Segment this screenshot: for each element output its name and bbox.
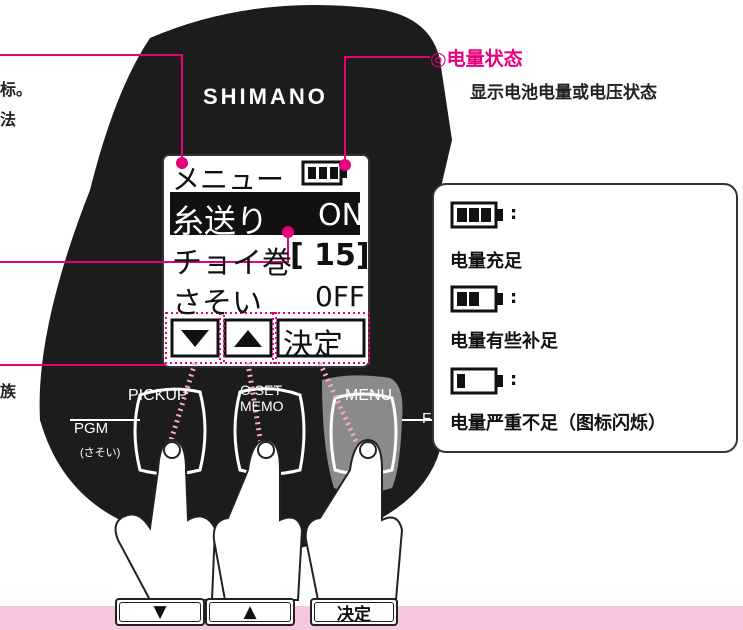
battery-legend: : 电量充足 : 电量有些补足 : 电量严重不足（图标闪烁） [432,183,738,453]
lcd-row-3-value: 0FF [315,280,366,313]
pickup-label: PICKUP [128,387,188,404]
lcd-battery-icon [301,160,347,186]
confirm-button[interactable]: 决定 [310,598,398,626]
battery-status-description: 显示电池电量或电压状态 [470,83,657,103]
left-fragment-3: 族 [0,382,17,401]
oset-label: O SET [240,382,283,398]
oset-button-well [233,387,306,476]
pgm-label: PGM [74,420,109,437]
up-button[interactable]: ▲ [205,598,295,626]
lcd-row-2-label: チョイ巻 [172,246,292,281]
memo-label: MEMO [240,398,284,414]
battery-some-label: 电量有些补足 [450,331,558,352]
battery-full-icon [450,201,503,229]
battery-low-icon [450,367,503,395]
brand-logo: SHIMANO [203,84,328,109]
lcd-row-2-value: [ 15] [290,238,370,273]
battery-status-title: ◎电量状态 [430,48,523,70]
lcd-menu-title: メニュー [172,163,285,196]
lcd-row-1-value: ON [318,198,365,233]
lcd-row-1-label: 糸送り [172,202,269,240]
menu-label: MENU [345,387,393,404]
lcd-soft-keys [170,318,366,358]
callout-lines [0,54,430,366]
lcd-row-3-label: さそい [172,286,262,321]
left-fragment-2: 法 [0,110,17,129]
battery-full-label: 电量充足 [450,251,522,272]
lcd-highlight-row [170,195,360,235]
down-arrow-icon: ▼ [153,602,167,622]
up-arrow-icon: ▲ [243,602,257,622]
lcd-confirm-key: 決定 [283,328,343,363]
menu-button-well [329,392,398,476]
pressing-fingers [114,438,404,601]
confirm-button-label: 决定 [337,604,371,625]
pgm-sub-label: (さそい) [80,447,121,459]
battery-low-label: 电量严重不足（图标闪烁） [450,413,666,434]
pickup-button-well [133,387,207,476]
left-fragment-1: 标。 [0,80,33,99]
down-button[interactable]: ▼ [115,598,205,626]
right-cut-label: F [422,410,432,427]
battery-some-icon [450,285,503,313]
